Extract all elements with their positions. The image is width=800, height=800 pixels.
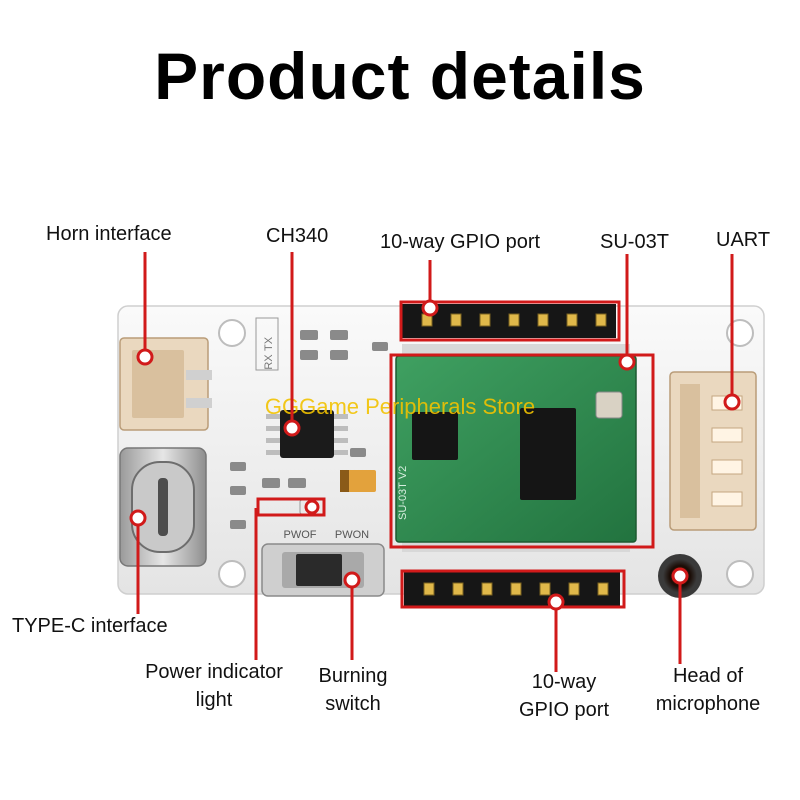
dot-horn	[136, 348, 154, 366]
dot-switch	[343, 571, 361, 589]
dot-su03t	[618, 353, 636, 371]
label-gpio-top: 10-way GPIO port	[380, 231, 541, 253]
dot-gpio-top	[421, 299, 439, 317]
label-ch340: CH340	[266, 225, 329, 247]
horn-connector	[119, 337, 212, 431]
dot-ch340	[283, 419, 301, 437]
power-led-highlight	[256, 497, 326, 517]
highlight-boxes	[256, 300, 655, 609]
label-power-indicator-line1: Power indicator	[145, 661, 283, 683]
label-microphone-line1: Head of	[672, 665, 744, 687]
label-power-indicator: Power indicator light	[132, 658, 296, 714]
label-power-indicator-line2: light	[195, 689, 233, 711]
gpio-top-highlight	[399, 300, 621, 342]
dot-uart	[723, 393, 741, 411]
leader-lines	[136, 252, 734, 672]
mounting-hole	[726, 560, 754, 588]
smd-components	[230, 330, 388, 529]
pwon-mark: PWON	[335, 529, 369, 541]
gpio-bottom-highlight	[400, 569, 626, 609]
label-gpio-bottom-line2: GPIO port	[518, 699, 610, 721]
dot-mic	[671, 567, 689, 585]
label-microphone: Head of microphone	[640, 662, 776, 718]
module-text: SU-03T V2	[397, 466, 409, 520]
label-gpio-bottom-line1: 10-way	[531, 671, 597, 693]
dot-power-led	[304, 499, 320, 515]
mounting-hole	[218, 319, 246, 347]
label-burning-switch-line2: switch	[325, 693, 381, 715]
rx-mark: RX	[263, 354, 275, 370]
label-burning-switch-line1: Burning	[318, 665, 388, 687]
mounting-hole	[218, 560, 246, 588]
label-uart: UART	[716, 229, 771, 251]
page-title: Product details	[154, 39, 646, 113]
label-su03t: SU-03T	[600, 231, 669, 253]
label-microphone-line2: microphone	[655, 693, 761, 715]
label-burning-switch: Burning switch	[308, 662, 398, 718]
dot-gpio-bottom	[547, 593, 565, 611]
rx-tx-silkscreen: TX RX	[255, 317, 279, 371]
uart-connector	[669, 371, 757, 531]
label-gpio-bottom: 10-way GPIO port	[506, 668, 622, 724]
gpio-header-bottom	[404, 572, 620, 606]
typec-port	[119, 447, 207, 567]
su03t-module: SU-03T V2	[395, 344, 637, 552]
anchor-dots	[129, 299, 741, 611]
watermark-text: GGGame Peripherals Store	[265, 394, 535, 419]
dot-typec	[129, 509, 147, 527]
pwof-mark: PWOF	[284, 529, 317, 541]
tantalum-capacitor	[340, 470, 376, 492]
tx-mark: TX	[263, 336, 275, 351]
su03t-highlight	[389, 353, 655, 549]
label-horn-interface: Horn interface	[46, 223, 172, 245]
label-typec: TYPE-C interface	[12, 615, 168, 637]
